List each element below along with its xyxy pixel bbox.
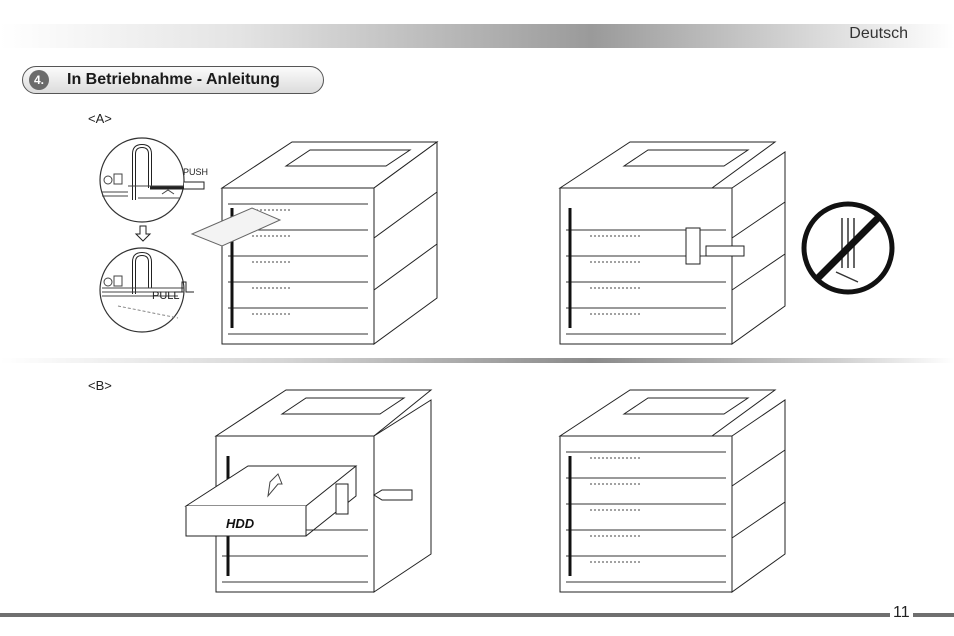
drive-cage-b1: HDD: [184, 386, 446, 596]
push-label: PUSH: [183, 167, 208, 177]
header-band: [0, 24, 954, 48]
drive-cage-b2: [540, 386, 790, 596]
section-heading: 4. In Betriebnahme - Anleitung: [22, 66, 324, 94]
latch-push-detail: [98, 136, 198, 236]
drive-cage-a2: [540, 138, 790, 348]
drive-cage-a1: [190, 138, 442, 348]
pull-label: PULL: [152, 290, 180, 302]
step-a-label: <A>: [88, 111, 112, 126]
pull-annotation: PULL: [150, 280, 196, 306]
step-b-label: <B>: [88, 378, 112, 393]
latch-pull-detail: [98, 247, 198, 338]
footer-bar-right: [913, 613, 954, 617]
section-title: In Betriebnahme - Anleitung: [67, 71, 280, 88]
down-arrow-icon: [134, 225, 152, 242]
push-annotation: PUSH: [178, 166, 218, 194]
hdd-label: HDD: [226, 516, 255, 531]
prohibition-sign-icon: [798, 198, 898, 298]
section-number-badge: 4.: [29, 70, 49, 90]
section-divider: [0, 358, 954, 363]
language-label: Deutsch: [849, 25, 908, 42]
page-number: 11: [893, 604, 910, 621]
footer-bar: [0, 613, 890, 617]
